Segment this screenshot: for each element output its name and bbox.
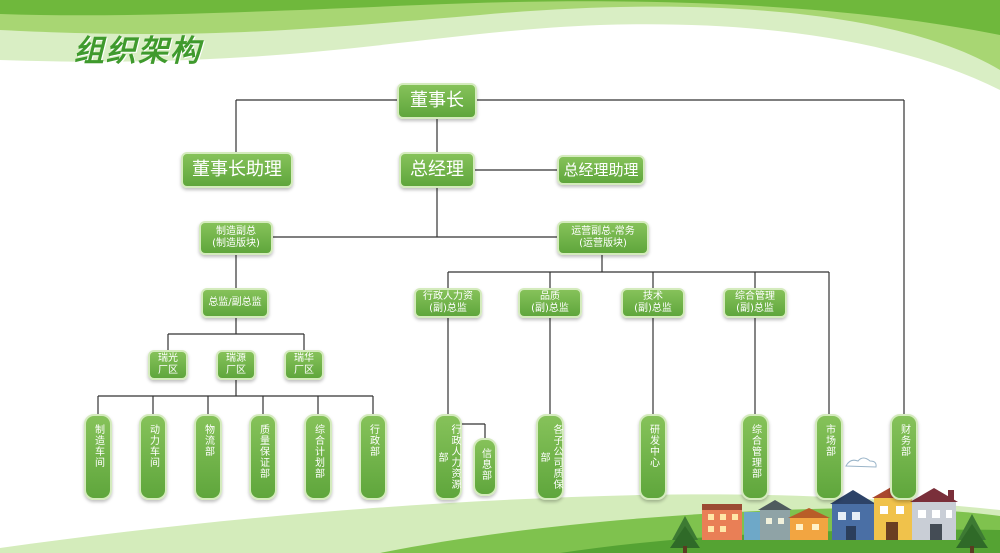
node-general-manager[interactable]: 总经理 bbox=[399, 152, 475, 188]
node-rd-center[interactable]: 研发中心 bbox=[639, 414, 667, 500]
node-ruiyuan-plant[interactable]: 瑞源 厂区 bbox=[216, 350, 256, 380]
node-director[interactable]: 总监/副总监 bbox=[201, 288, 269, 318]
cloud-icon bbox=[845, 457, 877, 468]
node-qa-dept[interactable]: 质量保证部 bbox=[249, 414, 277, 500]
node-mfg-vp[interactable]: 制造副总 (制造版块) bbox=[199, 221, 273, 255]
node-workshop[interactable]: 制造车间 bbox=[84, 414, 112, 500]
node-chairman-assistant[interactable]: 董事长助理 bbox=[181, 152, 293, 188]
node-hr-dept[interactable]: 行政人力资源部 bbox=[434, 414, 462, 500]
node-ops-vp[interactable]: 运营副总-常务 (运营版块) bbox=[557, 221, 649, 255]
page-title: 组织架构 bbox=[74, 34, 202, 69]
top-wave-dark bbox=[0, 0, 1000, 70]
node-power-workshop[interactable]: 动力车间 bbox=[139, 414, 167, 500]
node-logistics[interactable]: 物流部 bbox=[194, 414, 222, 500]
node-branch-quality[interactable]: 各子公司质保部 bbox=[536, 414, 564, 500]
tree-icon-left bbox=[670, 516, 700, 553]
node-finance-dept[interactable]: 财务部 bbox=[890, 414, 918, 500]
node-quality-director[interactable]: 品质 (副)总监 bbox=[518, 288, 582, 318]
node-info-dept[interactable]: 信息部 bbox=[473, 438, 497, 496]
node-hr-director[interactable]: 行政人力资 (副)总监 bbox=[414, 288, 482, 318]
node-planning-dept[interactable]: 综合计划部 bbox=[304, 414, 332, 500]
node-ruihua-plant[interactable]: 瑞华 厂区 bbox=[284, 350, 324, 380]
node-tech-director[interactable]: 技术 (副)总监 bbox=[621, 288, 685, 318]
town-houses-illustration bbox=[702, 486, 958, 540]
node-chairman[interactable]: 董事长 bbox=[397, 83, 477, 119]
node-ruiguang-plant[interactable]: 瑞光 厂区 bbox=[148, 350, 188, 380]
top-wave-deep bbox=[0, 0, 1000, 35]
tree-icon-right bbox=[956, 514, 988, 553]
node-general-mgmt-dept[interactable]: 综合管理部 bbox=[741, 414, 769, 500]
node-gm-assistant[interactable]: 总经理助理 bbox=[557, 155, 645, 185]
node-market-dept[interactable]: 市场部 bbox=[815, 414, 843, 500]
node-admin-director[interactable]: 综合管理 (副)总监 bbox=[723, 288, 787, 318]
node-admin-dept[interactable]: 行政部 bbox=[359, 414, 387, 500]
